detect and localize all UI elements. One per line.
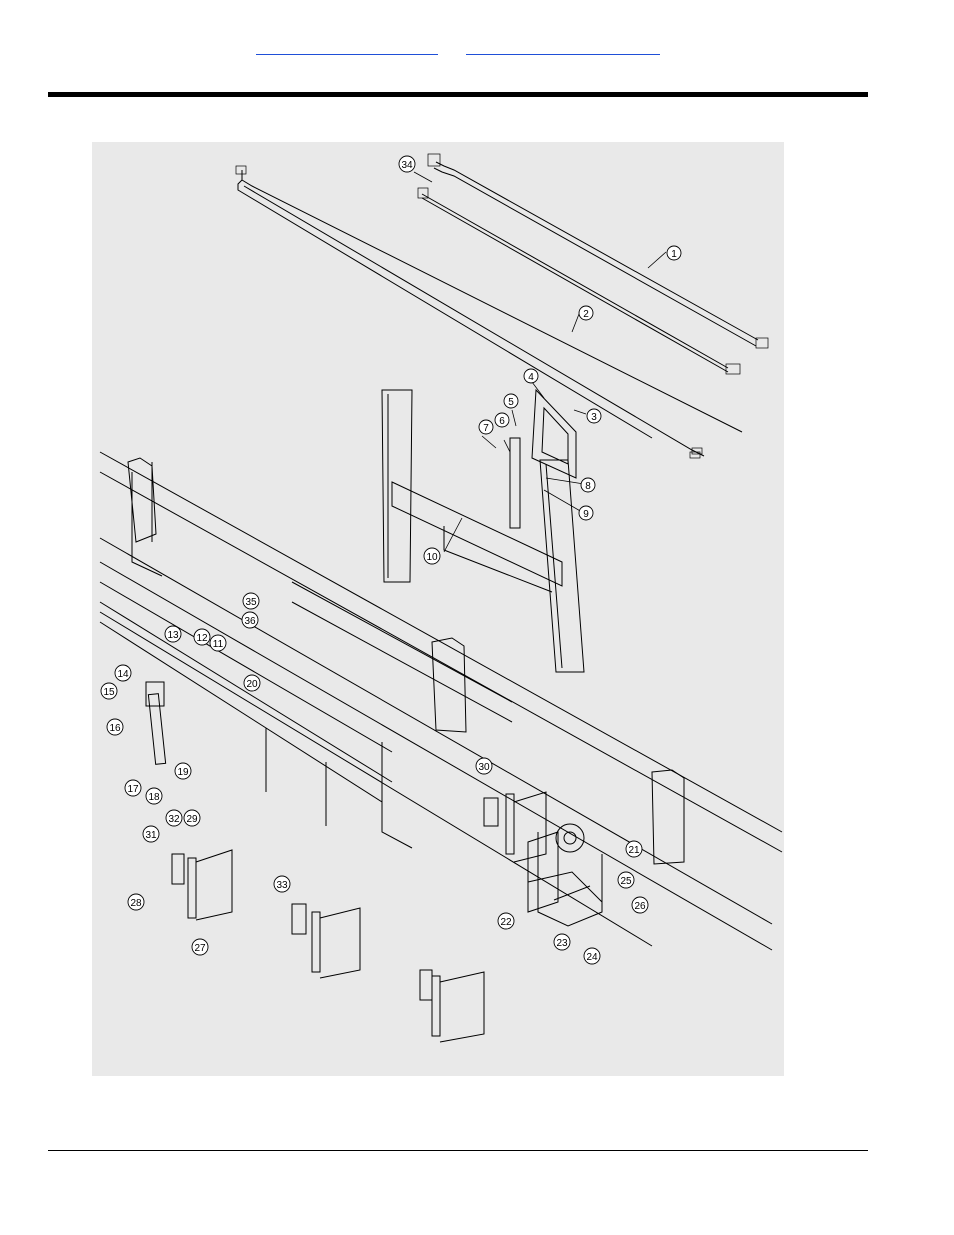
callout-3: 3: [587, 409, 601, 423]
svg-text:31: 31: [145, 830, 157, 841]
svg-text:22: 22: [500, 917, 512, 928]
callout-34: 34: [399, 156, 415, 172]
light-brackets: [148, 694, 602, 1042]
callout-5: 5: [504, 394, 518, 408]
callout-7: 7: [479, 420, 493, 434]
svg-text:10: 10: [426, 552, 438, 563]
callout-15: 15: [101, 683, 117, 699]
callout-30: 30: [476, 758, 492, 774]
svg-text:8: 8: [585, 481, 591, 492]
svg-text:18: 18: [148, 792, 160, 803]
callout-19: 19: [175, 763, 191, 779]
callout-11: 11: [210, 635, 226, 651]
callout-33: 33: [274, 876, 290, 892]
svg-text:11: 11: [213, 639, 224, 650]
callout-28: 28: [128, 894, 144, 910]
svg-text:29: 29: [186, 814, 198, 825]
callout-23: 23: [554, 934, 570, 950]
header-link-left[interactable]: [256, 40, 438, 55]
callout-18: 18: [146, 788, 162, 804]
svg-text:33: 33: [276, 880, 288, 891]
svg-text:14: 14: [117, 669, 129, 680]
svg-text:7: 7: [483, 423, 489, 434]
callout-31: 31: [143, 826, 159, 842]
svg-text:15: 15: [103, 687, 115, 698]
callout-20: 20: [244, 675, 260, 691]
svg-text:32: 32: [168, 814, 180, 825]
wiring-harness-1: [418, 154, 768, 374]
svg-text:3: 3: [591, 412, 597, 423]
svg-text:16: 16: [109, 723, 121, 734]
hitch-mount: [538, 824, 602, 926]
svg-text:6: 6: [499, 416, 505, 427]
svg-text:5: 5: [508, 397, 514, 408]
callout-35: 35: [243, 593, 259, 609]
callout-9: 9: [579, 506, 593, 520]
callout-32: 32: [166, 810, 182, 826]
svg-text:25: 25: [620, 876, 632, 887]
svg-text:17: 17: [127, 784, 139, 795]
callout-12: 12: [194, 629, 210, 645]
footer-rule: [48, 1150, 868, 1151]
callout-16: 16: [107, 719, 123, 735]
svg-text:19: 19: [177, 767, 189, 778]
svg-text:23: 23: [556, 938, 568, 949]
svg-text:34: 34: [401, 160, 413, 171]
svg-text:30: 30: [478, 762, 490, 773]
svg-text:4: 4: [528, 372, 534, 383]
svg-text:35: 35: [245, 597, 257, 608]
callout-6: 6: [495, 413, 509, 427]
callout-2: 2: [579, 306, 593, 320]
callout-21: 21: [626, 841, 642, 857]
svg-text:28: 28: [130, 898, 142, 909]
callout-26: 26: [632, 897, 648, 913]
svg-text:26: 26: [634, 901, 646, 912]
callout-4: 4: [524, 369, 538, 383]
wiring-harness-2: [236, 166, 742, 458]
header-rule: [48, 92, 868, 97]
leader-lines: [414, 172, 666, 552]
parts-diagram: 1 2 3 4 5 6 7 8 9 10 11 12 13 14 15 16 1…: [92, 142, 784, 1076]
callout-8: 8: [581, 478, 595, 492]
svg-text:13: 13: [167, 630, 179, 641]
svg-text:27: 27: [194, 943, 206, 954]
svg-text:36: 36: [244, 616, 256, 627]
svg-text:24: 24: [586, 952, 598, 963]
callout-24: 24: [584, 948, 600, 964]
callout-17: 17: [125, 780, 141, 796]
svg-text:12: 12: [196, 633, 208, 644]
header-links: [0, 40, 954, 60]
svg-text:21: 21: [628, 845, 640, 856]
callout-14: 14: [115, 665, 131, 681]
callout-1: 1: [667, 246, 681, 260]
svg-text:20: 20: [246, 679, 258, 690]
callout-25: 25: [618, 872, 634, 888]
callout-29: 29: [184, 810, 200, 826]
callout-10: 10: [424, 548, 440, 564]
parts-diagram-drawing: 1 2 3 4 5 6 7 8 9 10 11 12 13 14 15 16 1…: [92, 142, 784, 1076]
main-frame: [100, 452, 782, 950]
svg-text:1: 1: [671, 249, 677, 260]
callout-36: 36: [242, 612, 258, 628]
callout-13: 13: [165, 626, 181, 642]
callout-27: 27: [192, 939, 208, 955]
smv-sign: [510, 390, 576, 528]
header-link-right[interactable]: [466, 40, 660, 55]
svg-text:2: 2: [583, 309, 589, 320]
svg-text:9: 9: [583, 509, 589, 520]
callout-22: 22: [498, 913, 514, 929]
